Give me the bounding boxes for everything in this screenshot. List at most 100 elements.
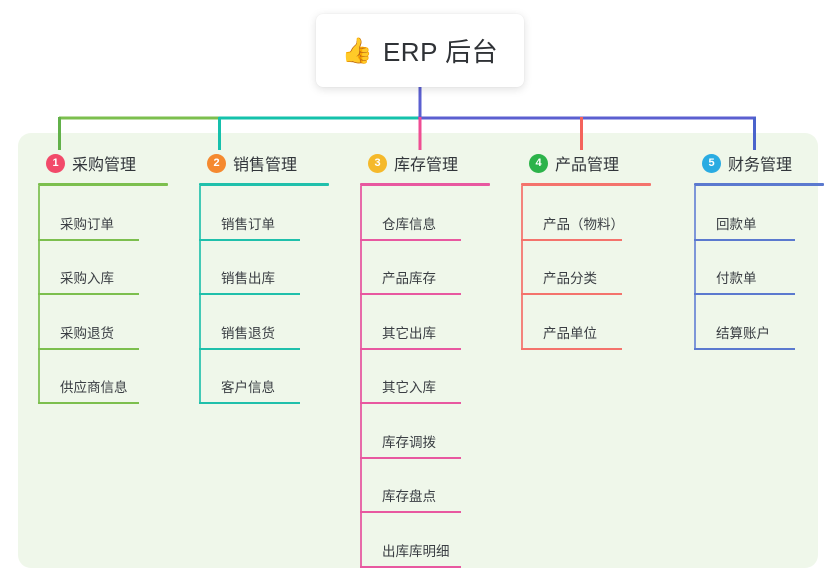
branch-item-underline: [360, 402, 461, 404]
branch-underline: [199, 183, 329, 186]
branch-title: 采购管理: [72, 157, 137, 174]
branch-item-label: 结算账户: [716, 325, 770, 341]
root-node-card[interactable]: 👍 ERP 后台: [316, 14, 524, 87]
branch-spine: [360, 186, 362, 568]
branch-underline: [694, 183, 824, 186]
branch-item[interactable]: 付款单: [694, 241, 839, 295]
branch-item[interactable]: 产品分类: [521, 241, 681, 295]
branch-item-underline: [694, 293, 795, 295]
branch-item-underline: [694, 347, 795, 350]
branch-item-underline: [521, 347, 622, 350]
branch-column-inventory: 3 库存管理 仓库信息产品库存其它出库其它入库库存调拨库存盘点出库库明细: [360, 150, 520, 568]
branch-number-badge: 5: [702, 153, 721, 173]
branch-spine: [521, 186, 523, 350]
branch-item-underline: [360, 511, 461, 513]
branch-column-purchasing: 1 采购管理 采购订单采购入库采购退货供应商信息: [38, 150, 198, 404]
branch-header[interactable]: 4 产品管理: [521, 150, 681, 176]
branch-underline: [38, 183, 168, 186]
branch-item-label: 库存调拨: [382, 434, 436, 450]
branch-item-label: 采购退货: [60, 325, 114, 341]
branch-item[interactable]: 销售出库: [199, 241, 359, 295]
branch-items: 仓库信息产品库存其它出库其它入库库存调拨库存盘点出库库明细: [360, 186, 520, 568]
branch-item-label: 出库库明细: [382, 543, 450, 559]
branch-spine: [38, 186, 40, 404]
branch-title: 产品管理: [555, 157, 620, 174]
branch-item[interactable]: 回款单: [694, 186, 839, 241]
branch-item[interactable]: 供应商信息: [38, 350, 198, 404]
branch-header[interactable]: 2 销售管理: [199, 150, 359, 176]
branch-item[interactable]: 采购入库: [38, 241, 198, 295]
branch-item[interactable]: 库存盘点: [360, 459, 520, 513]
root-title: ERP 后台: [382, 37, 499, 67]
branch-item-label: 销售出库: [221, 271, 275, 286]
branch-number-badge: 1: [46, 153, 65, 173]
branch-underline: [521, 183, 651, 186]
branch-item-underline: [199, 402, 300, 404]
branch-spine: [199, 186, 201, 404]
branch-item-label: 库存盘点: [382, 489, 436, 504]
branch-item-label: 付款单: [716, 271, 757, 286]
branch-item-label: 产品单位: [543, 325, 597, 341]
branch-item[interactable]: 仓库信息: [360, 186, 520, 241]
branch-item[interactable]: 产品库存: [360, 241, 520, 295]
branch-underline: [360, 183, 490, 186]
branch-items: 回款单付款单结算账户: [694, 186, 839, 350]
branch-item-underline: [38, 402, 139, 404]
branch-item-label: 产品库存: [382, 271, 436, 286]
branch-title: 库存管理: [394, 157, 459, 174]
branch-item-label: 产品（物料）: [543, 216, 624, 232]
branch-item[interactable]: 结算账户: [694, 295, 839, 350]
branch-item-label: 其它入库: [382, 380, 436, 395]
branch-item-label: 采购入库: [60, 271, 114, 286]
branch-item-label: 销售订单: [221, 216, 275, 232]
branch-number-badge: 4: [529, 153, 548, 173]
branch-item-label: 供应商信息: [60, 380, 128, 395]
branch-item-underline: [360, 238, 461, 241]
branch-item-underline: [360, 456, 461, 459]
branch-item[interactable]: 采购退货: [38, 295, 198, 350]
branch-item-underline: [521, 293, 622, 295]
branch-item-underline: [360, 293, 461, 295]
branch-item-underline: [199, 347, 300, 350]
branch-title: 财务管理: [728, 157, 793, 174]
branch-item-label: 仓库信息: [382, 216, 436, 232]
branch-item[interactable]: 销售退货: [199, 295, 359, 350]
branch-item[interactable]: 产品单位: [521, 295, 681, 350]
branch-item-underline: [38, 293, 139, 295]
branch-header[interactable]: 3 库存管理: [360, 150, 520, 176]
branch-item-label: 客户信息: [221, 380, 275, 395]
branch-item-underline: [694, 238, 795, 241]
branch-header[interactable]: 1 采购管理: [38, 150, 198, 176]
branch-item-underline: [199, 238, 300, 241]
branch-item[interactable]: 其它入库: [360, 350, 520, 404]
branch-item-label: 回款单: [716, 216, 757, 232]
branch-item[interactable]: 产品（物料）: [521, 186, 681, 241]
branch-column-product: 4 产品管理 产品（物料） 产品分类产品单位: [521, 150, 681, 350]
branch-item[interactable]: 销售订单: [199, 186, 359, 241]
branch-number-badge: 2: [207, 153, 226, 173]
branch-item[interactable]: 采购订单: [38, 186, 198, 241]
background-panel: [18, 133, 818, 568]
branch-item[interactable]: 库存调拨: [360, 404, 520, 459]
branch-item-underline: [199, 293, 300, 295]
branch-item[interactable]: 其它出库: [360, 295, 520, 350]
branch-item-underline: [360, 565, 461, 568]
branch-item-label: 产品分类: [543, 271, 597, 286]
branch-items: 采购订单采购入库采购退货供应商信息: [38, 186, 198, 404]
branch-items: 销售订单销售出库销售退货客户信息: [199, 186, 359, 404]
branch-item-underline: [521, 238, 622, 241]
branch-item-label: 采购订单: [60, 216, 114, 232]
branch-item-underline: [360, 347, 461, 350]
branch-item-label: 销售退货: [221, 325, 275, 341]
branch-item-underline: [38, 347, 139, 350]
branch-column-finance: 5 财务管理 回款单付款单结算账户: [694, 150, 839, 350]
thumbs-up-icon: 👍: [341, 36, 373, 65]
branch-items: 产品（物料） 产品分类产品单位: [521, 186, 681, 350]
branch-item[interactable]: 客户信息: [199, 350, 359, 404]
branch-item-label: 其它出库: [382, 325, 436, 341]
branch-item[interactable]: 出库库明细: [360, 513, 520, 568]
branch-number-badge: 3: [368, 153, 387, 173]
branch-header[interactable]: 5 财务管理: [694, 150, 839, 176]
branch-title: 销售管理: [233, 157, 298, 174]
